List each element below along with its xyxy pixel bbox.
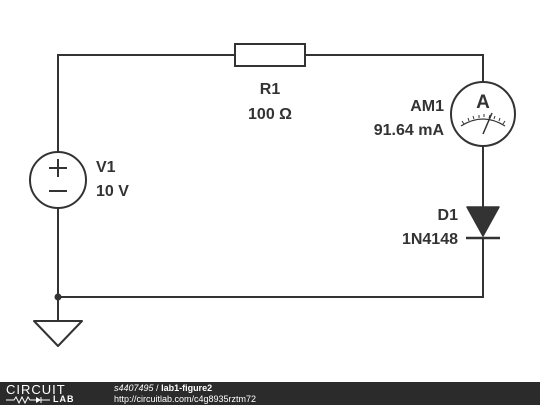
ammeter-am1: A: [450, 81, 516, 147]
junction-node: [54, 293, 62, 301]
ammeter-scale-arc: [460, 118, 506, 127]
am1-value-label: 91.64 mA: [374, 122, 445, 139]
wire-top-right: [304, 54, 484, 82]
schematic-diagram: A R1 100 Ω V1 10 V AM1 91.64 mA D1 1N414…: [29, 43, 516, 347]
resistor-r1: [234, 43, 306, 67]
am1-name-label: AM1: [410, 98, 444, 115]
voltage-source-v1: [29, 151, 87, 209]
logo-text-lab: LAB: [53, 394, 75, 404]
footer-info: s4407495 / lab1-figure2 http://circuitla…: [114, 383, 256, 405]
logo-text-circuit: CIRCUIT: [6, 382, 66, 397]
ammeter-symbol: A: [476, 92, 490, 113]
resistor-diode-logo-icon: [6, 395, 50, 404]
wire-left-top: [57, 54, 236, 153]
ammeter-scale-ticks: [461, 114, 506, 125]
ammeter-needle: [482, 112, 493, 135]
footer-bar: CIRCUIT LAB s4407495 / lab1-figure2 http…: [0, 382, 540, 405]
logo-text-lab-row: LAB: [6, 395, 75, 404]
circuitlab-logo: CIRCUIT LAB: [6, 382, 96, 405]
diode-d1: [466, 206, 500, 240]
v1-value-label: 10 V: [96, 183, 129, 200]
wire-right-bottom: [57, 237, 484, 298]
footer-user: s4407495: [114, 383, 154, 393]
v1-name-label: V1: [96, 159, 116, 176]
footer-title-line: s4407495 / lab1-figure2: [114, 383, 256, 394]
r1-name-label: R1: [260, 81, 281, 98]
footer-title: lab1-figure2: [161, 383, 213, 393]
footer-url[interactable]: http://circuitlab.com/c4g8935rztm72: [114, 394, 257, 404]
r1-value-label: 100 Ω: [248, 106, 292, 123]
footer-separator: /: [153, 383, 162, 393]
plus-sign: [49, 159, 67, 177]
d1-value-label: 1N4148: [402, 231, 458, 248]
ground-symbol: [33, 320, 83, 347]
d1-name-label: D1: [438, 207, 459, 224]
